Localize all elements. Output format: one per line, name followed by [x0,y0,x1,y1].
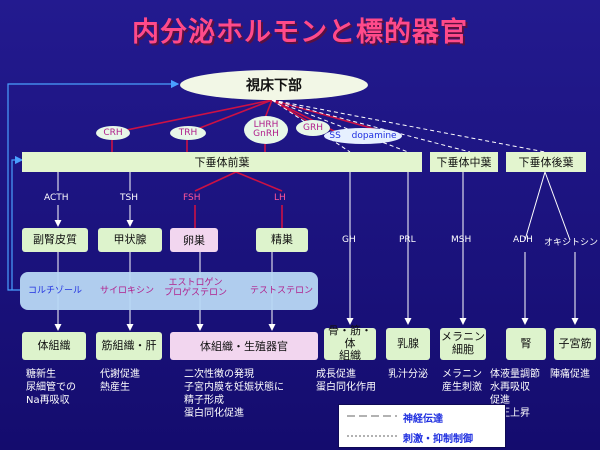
estrogen-label: エストロゲン [168,278,223,288]
gonadotropin-lines [194,171,283,228]
crh-oval: CRH [96,126,130,140]
effect-text: 体液量調節 [490,369,540,380]
oxytocin-effects: 陣痛促進 [550,368,590,381]
body-reproductive-box: 体組織・生殖器官 [170,332,318,360]
body-effects: 糖新生 尿細管での Na再吸収 [26,368,76,407]
effect-text: 血圧上昇 [490,408,530,419]
msh-label: MSH [451,235,472,245]
effect-text: Na再吸収 [26,395,70,406]
bone-line-1: 骨・筋・体 [328,324,372,350]
legend-stimulus-label: 刺激・抑制制御 [403,433,473,445]
secreted-hormones-band [20,272,318,310]
bone-line-2: 組織 [339,349,361,363]
effect-text: 代謝促進 [100,369,140,380]
effect-text: 糖新生 [26,369,56,380]
effect-text: 促進 [490,395,510,406]
reproductive-effects: 二次性徴の発現 子宮内膜を妊娠状態に 精子形成 蛋白同化促進 [184,368,284,420]
gnrh-label: GnRH [253,129,279,139]
fsh-label: FSH [183,193,201,203]
effect-text: メラニン [442,369,482,380]
effect-text: 成長促進 [316,369,356,380]
estrogen-progesterone-label: エストロゲン プロゲステロン [164,278,227,299]
effect-text: 尿細管での [26,382,76,393]
effect-text: 二次性徴の発現 [184,369,254,380]
bone-muscle-box: 骨・筋・体 組織 [324,324,376,363]
lh-label: LH [274,193,286,203]
oxytocin-label: オキシトシン [544,238,599,248]
trh-oval: TRH [170,126,206,140]
posterior-pituitary-bar: 下垂体後葉 [506,152,586,172]
melano-line-1: メラニン [441,330,485,344]
effect-text: 子宮内膜を妊娠状態に [184,382,284,393]
ss-label: SS [329,131,341,141]
ss-dopamine-oval: SS dopamine [324,128,402,144]
melanocyte-box: メラニン 細胞 [440,328,486,360]
cortisol-label: コルチゾール [28,286,83,296]
adh-label: ADH [513,235,533,245]
body-tissue-box: 体組織 [22,332,86,360]
mammary-box: 乳腺 [386,328,430,360]
testosterone-label: テストステロン [250,286,314,296]
gh-label: GH [342,235,356,245]
neural-dashed-lines [271,99,546,153]
middle-pituitary-bar: 下垂体中葉 [430,152,498,172]
msh-effects: メラニン 産生刺激 [442,368,482,394]
adrenal-cortex-box: 副腎皮質 [22,228,88,252]
effect-text: 精子形成 [184,395,224,406]
melano-line-2: 細胞 [452,343,474,356]
legend-stimulus: 刺激・抑制制御 [345,428,505,446]
prl-label: PRL [399,235,416,245]
effect-text: 陣痛促進 [550,369,590,380]
uterus-box: 子宮筋 [554,328,596,360]
legend-nerve: 神経伝達 [345,408,505,426]
progesterone-label: プロゲステロン [164,288,228,299]
muscle-liver-box: 筋組織・肝 [96,332,162,360]
ovary-box: 卵巣 [170,228,218,252]
acth-label: ACTH [44,193,69,203]
testis-box: 精巣 [256,228,308,252]
effect-text: 産生刺激 [442,382,482,393]
legend-nerve-label: 神経伝達 [403,413,443,425]
thyroxine-label: サイロキシン [100,286,155,296]
legend-line-samples [347,415,397,437]
legend: 神経伝達 刺激・抑制制御 [338,404,506,448]
effect-text: 水再吸収 [490,382,530,393]
thyroid-box: 甲状腺 [98,228,162,252]
dopamine-label: dopamine [351,131,397,141]
page-title: 内分泌ホルモンと標的器官 [132,17,468,48]
lhrh-label: LHRH [253,119,279,130]
feedback-lines [7,79,180,291]
effect-text: 熱産生 [100,382,130,393]
muscle-effects: 代謝促進 熱産生 [100,368,140,394]
prl-effects: 乳汁分泌 [388,368,428,381]
effect-text: 蛋白同化促進 [184,408,244,419]
anterior-pituitary-bar: 下垂体前葉 [22,152,422,172]
gh-effects: 成長促進 蛋白同化作用 [316,368,376,394]
kidney-box: 腎 [506,328,546,360]
lhrh-oval: LHRH GnRH [244,116,288,144]
grh-oval: GRH [296,120,330,136]
hypothalamus-oval: 視床下部 [180,70,368,100]
tsh-label: TSH [120,193,138,203]
effect-text: 乳汁分泌 [388,369,428,380]
adh-effects: 体液量調節 水再吸収 促進 血圧上昇 [490,368,540,420]
effect-text: 蛋白同化作用 [316,382,376,393]
